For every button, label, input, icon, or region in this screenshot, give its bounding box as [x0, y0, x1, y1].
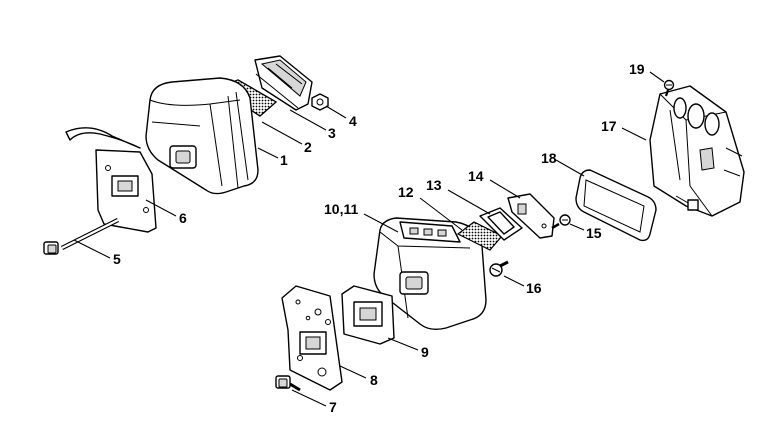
callout-4: 4	[349, 113, 357, 129]
part-14-plate	[507, 193, 555, 239]
part-17-shroud	[649, 85, 745, 217]
callout-numbers: 1 2 3 4 5 6 7 8 9 10,11 12 13 14 15 16 1…	[113, 61, 645, 415]
part-7-bolt	[275, 375, 301, 392]
part-15-screw	[551, 214, 571, 230]
part-9-gasket	[341, 285, 395, 345]
callout-9: 9	[421, 344, 429, 360]
callout-16: 16	[526, 280, 542, 296]
callout-10-11: 10,11	[324, 201, 358, 217]
callout-17: 17	[601, 118, 617, 134]
callout-15: 15	[586, 225, 602, 241]
callout-2: 2	[304, 139, 312, 155]
callout-19: 19	[629, 61, 645, 77]
part-18-cover-gasket	[575, 169, 657, 242]
callout-8: 8	[370, 372, 378, 388]
callout-6: 6	[179, 210, 187, 226]
part-3-arrestor-plate	[254, 55, 313, 111]
callout-12: 12	[398, 184, 414, 200]
part-8-mounting-plate	[281, 285, 343, 391]
callout-13: 13	[426, 177, 442, 193]
part-6-gasket-shield	[65, 127, 157, 233]
callout-18: 18	[541, 150, 557, 166]
callout-5: 5	[113, 251, 121, 267]
callout-1: 1	[280, 152, 288, 168]
leader-lines	[73, 71, 665, 407]
callout-14: 14	[468, 168, 484, 184]
part-16-screw	[489, 260, 509, 277]
part-5-bolt	[43, 217, 120, 255]
callout-3: 3	[328, 125, 336, 141]
part-1-muffler	[145, 77, 259, 195]
part-10-11-muffler	[373, 217, 487, 331]
part-13-gasket	[479, 207, 523, 241]
callout-7: 7	[329, 399, 337, 415]
part-4-nut	[311, 93, 329, 111]
part-19-screw	[663, 79, 675, 97]
